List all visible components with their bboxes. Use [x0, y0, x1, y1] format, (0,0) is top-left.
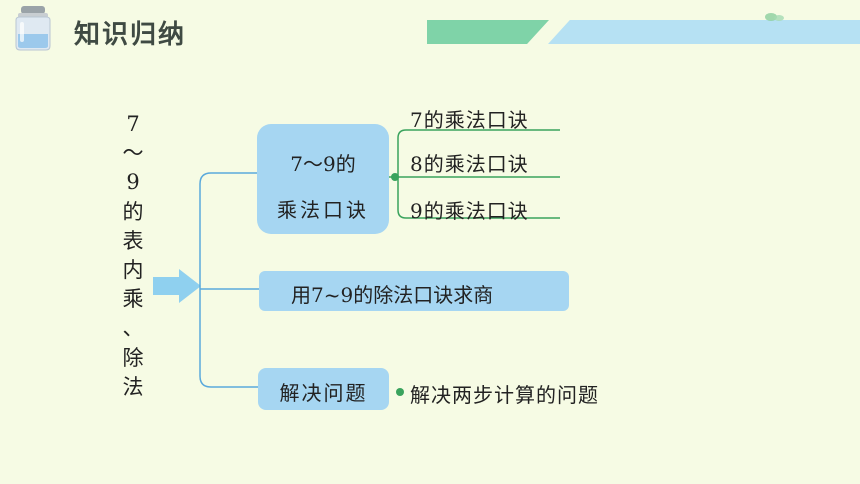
- problem-solving-box-label: 解决问题: [279, 381, 368, 405]
- root-char: 、: [122, 316, 144, 341]
- root-char: 乘: [122, 287, 144, 312]
- jar-icon: [10, 4, 56, 52]
- root-char: 的: [122, 199, 144, 224]
- header-band-green: [427, 20, 549, 44]
- root-char: 法: [122, 374, 144, 399]
- header-band-blue: [548, 20, 860, 44]
- division-box: 用7~9的除法口诀求商: [259, 271, 569, 311]
- sub-item-9-table: 9的乘法口诀: [410, 199, 529, 223]
- root-char: 9: [126, 170, 140, 195]
- sub-bracket-line: [397, 129, 560, 219]
- root-char: 表: [122, 228, 144, 253]
- page-title: 知识归纳: [74, 20, 187, 50]
- sub-item-8-table: 8的乘法口诀: [410, 152, 529, 176]
- trunk-line: [199, 172, 258, 388]
- multiplication-box: 7～9的 乘法口诀: [257, 124, 389, 234]
- problem-solving-box: 解决问题: [258, 368, 389, 410]
- root-char: 除: [122, 345, 144, 370]
- root-char: 7: [126, 112, 140, 136]
- root-label: 7 ～ 9 的 表 内 乘 、 除 法: [118, 110, 148, 402]
- node-dot: [391, 173, 399, 181]
- sub-item-7-table: 7的乘法口诀: [410, 108, 529, 132]
- node-dot: [396, 388, 404, 396]
- division-box-label: 用7~9的除法口诀求商: [291, 283, 494, 307]
- arrow-right-icon: [153, 269, 201, 303]
- multiplication-box-line1: 7～9的: [290, 152, 356, 176]
- root-char: 内: [122, 257, 144, 282]
- root-char: ～: [122, 141, 144, 166]
- leaf-icon: [765, 13, 784, 21]
- multiplication-box-line2: 乘法口诀: [277, 198, 369, 222]
- sub-item-two-step: 解决两步计算的问题: [410, 383, 599, 407]
